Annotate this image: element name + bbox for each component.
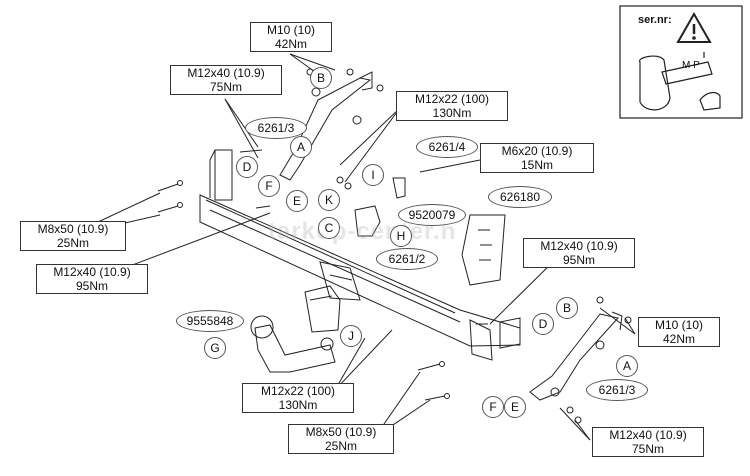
callout-spec: M12x40 (10.9): [540, 239, 618, 253]
part-number-9520079: 9520079: [398, 204, 466, 226]
label-b-top: B: [310, 67, 332, 89]
callout-m12x22-bottom: M12x22 (100) 130Nm: [242, 383, 354, 413]
label-f-left: F: [258, 175, 280, 197]
label-d-left: D: [236, 156, 258, 178]
callout-m12x40-left: M12x40 (10.9) 95Nm: [36, 264, 148, 294]
label-e-bottom: E: [504, 396, 526, 418]
callout-torque: 95Nm: [562, 253, 595, 267]
part-number-9555848: 9555848: [176, 310, 244, 332]
callout-m8x50-bottom: M8x50 (10.9) 25Nm: [288, 424, 394, 454]
part-number-6261-3-right: 6261/3: [586, 379, 648, 401]
callout-spec: M12x40 (10.9): [53, 265, 131, 279]
callout-spec: M12x40 (10.9): [187, 66, 265, 80]
label-d-right: D: [532, 313, 554, 335]
callout-spec: M12x40 (10.9): [609, 428, 687, 442]
label-f-bottom: F: [482, 396, 504, 418]
part-number-6261-3-top: 6261/3: [245, 117, 307, 139]
callout-torque: 42Nm: [662, 332, 695, 346]
label-i: I: [362, 164, 384, 186]
callout-torque: 75Nm: [209, 80, 242, 94]
callout-torque: 25Nm: [56, 236, 89, 250]
view-eye-icon: [700, 92, 720, 110]
serial-number-label: ser.nr:: [638, 14, 672, 26]
callout-m12x22-top: M12x22 (100) 130Nm: [396, 91, 508, 121]
part-number-6261-2: 6261/2: [376, 248, 438, 270]
callout-torque: 15Nm: [520, 158, 553, 172]
label-h: H: [390, 225, 412, 247]
callout-spec: M6x20 (10.9): [501, 144, 573, 158]
callout-m10-top: M10 (10) 42Nm: [250, 22, 332, 52]
callout-torque: 75Nm: [631, 442, 664, 456]
callout-m6x20: M6x20 (10.9) 15Nm: [480, 143, 594, 173]
callout-spec: M8x50 (10.9): [37, 222, 109, 236]
label-g: G: [204, 337, 226, 359]
callout-spec: M10 (10): [654, 318, 704, 332]
label-a-right: A: [616, 355, 638, 377]
callout-m8x50-left: M8x50 (10.9) 25Nm: [20, 221, 126, 251]
label-j: J: [340, 325, 362, 347]
callout-torque: 42Nm: [274, 37, 307, 51]
callout-torque: 25Nm: [324, 439, 357, 453]
label-b-right: B: [556, 297, 578, 319]
callout-torque: 130Nm: [432, 106, 472, 120]
part-number-626180: 626180: [488, 186, 552, 208]
label-c: C: [318, 217, 340, 239]
label-k: K: [318, 189, 340, 211]
warning-triangle-icon: [678, 14, 710, 42]
callout-m10-right: M10 (10) 42Nm: [638, 317, 720, 347]
callout-spec: M8x50 (10.9): [305, 425, 377, 439]
label-e-left: E: [286, 190, 308, 212]
label-a-top: A: [290, 136, 312, 158]
callout-m12x40-right: M12x40 (10.9) 95Nm: [523, 238, 635, 268]
callout-spec: M12x22 (100): [414, 92, 490, 106]
part-number-6261-4: 6261/4: [416, 136, 478, 158]
callout-spec: M12x22 (100): [260, 384, 336, 398]
plate-letters: M P: [682, 60, 700, 71]
callout-m12x40-top-left: M12x40 (10.9) 75Nm: [170, 65, 282, 95]
callout-torque: 95Nm: [75, 279, 108, 293]
callout-m12x40-bottom-right: M12x40 (10.9) 75Nm: [592, 427, 704, 457]
callout-torque: 130Nm: [278, 398, 318, 412]
callout-spec: M10 (10): [266, 23, 316, 37]
